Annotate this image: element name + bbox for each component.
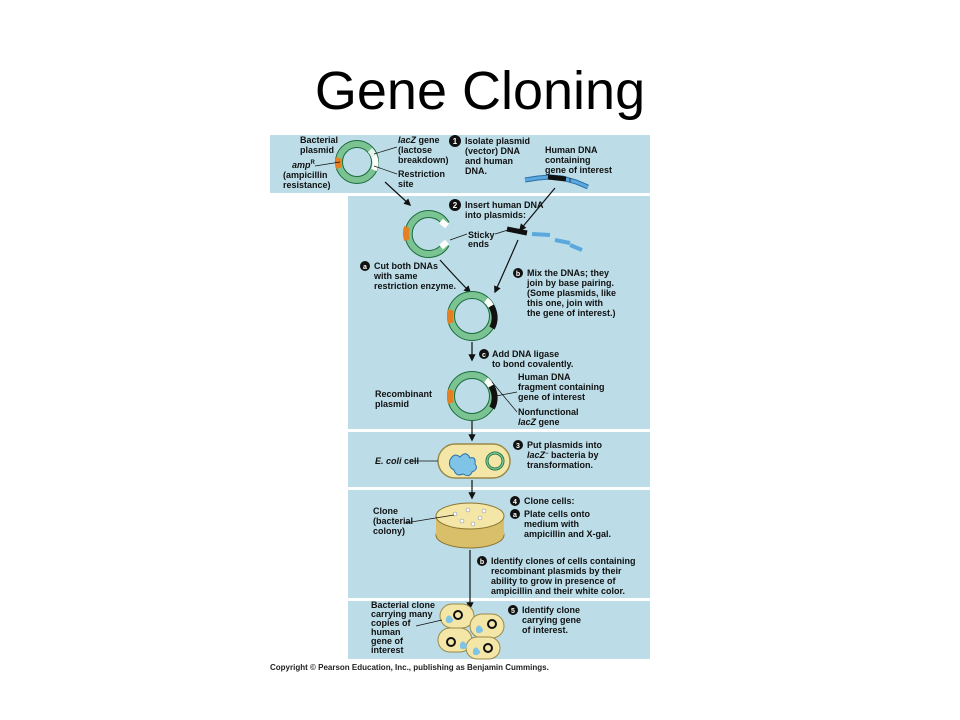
slide-title: Gene Cloning	[314, 61, 646, 121]
bacterial-clone-label: Bacterial clone carrying many copies of …	[371, 600, 438, 655]
human-dna-strand	[524, 174, 589, 190]
clone-label: Clone (bacterial colony)	[373, 506, 416, 536]
plasmid-cut	[402, 210, 450, 258]
step-4a-letter: a	[513, 512, 517, 519]
step-3-text: Put plasmids into lacZ− bacteria by tran…	[527, 440, 605, 470]
copyright-notice: Copyright © Pearson Education, Inc., pub…	[270, 663, 549, 672]
bacterial-clone-cells	[437, 603, 505, 660]
step-5-badge	[508, 605, 518, 615]
step-2-text: Insert human DNA into plasmids:	[465, 200, 546, 220]
recombinant-plasmid	[446, 371, 498, 421]
step-4a-text: Plate cells onto medium with ampicillin …	[524, 509, 611, 539]
step-2b-letter: b	[516, 271, 520, 278]
step-2c-text: Add DNA ligase to bond covalently.	[492, 349, 573, 369]
step-2b-badge	[513, 268, 523, 278]
plasmid-joined	[446, 291, 498, 341]
step-4b-letter: b	[480, 559, 484, 566]
nonfunctional-lacz-label: Nonfunctional lacZ gene	[518, 407, 581, 427]
step-4-number: 4	[513, 499, 517, 506]
step-2b-text: Mix the DNAs; they join by base pairing.…	[526, 268, 619, 318]
step-1-text: Isolate plasmid (vector) DNA and human D…	[465, 136, 533, 176]
step-3-badge	[513, 440, 523, 450]
step-2a-letter: a	[363, 264, 367, 271]
step-1-number: 1	[453, 137, 458, 146]
step-2-badge	[449, 199, 461, 211]
sticky-ends-label: Sticky ends	[468, 230, 497, 249]
step-1-badge	[449, 135, 461, 147]
step-2a-badge	[360, 261, 370, 271]
ecoli-cell	[437, 443, 511, 479]
step-4b-text: Identify clones of cells containing reco…	[491, 556, 638, 596]
human-dna-label: Human DNA containing gene of interest	[545, 145, 612, 175]
agar-plate	[435, 502, 505, 549]
step-4b-badge	[477, 556, 487, 566]
step-2a-text: Cut both DNAs with same restriction enzy…	[373, 261, 456, 291]
step-2-number: 2	[453, 201, 458, 210]
panel-clone-cells	[348, 490, 650, 598]
step-2c-badge	[479, 349, 489, 359]
restriction-site-label: Restriction site	[398, 169, 448, 189]
step-4-text: Clone cells:	[524, 496, 575, 506]
lacz-gene-label: lacZ gene (lactose breakdown)	[398, 135, 449, 165]
recombinant-plasmid-label: Recombinant plasmid	[375, 389, 435, 409]
human-fragment-label: Human DNA fragment containing gene of in…	[518, 372, 607, 402]
step-5-number: 5	[511, 608, 515, 615]
ampr-description: (ampicillin resistance)	[283, 170, 331, 190]
human-dna-fragments	[506, 226, 583, 252]
gene-cloning-diagram: Bacterial plasmid ampR (ampicillin resis…	[270, 135, 650, 660]
step-2c-letter: c	[482, 352, 486, 359]
ampr-label: ampR	[292, 160, 316, 170]
step-4-badge	[510, 496, 520, 506]
bacterial-plasmid-label: Bacterial plasmid	[300, 135, 341, 155]
panel-isolate	[270, 135, 650, 193]
step-5-text: Identify clone carrying gene of interest…	[522, 605, 584, 635]
step-3-number: 3	[516, 443, 520, 450]
step-4a-badge	[510, 509, 520, 519]
